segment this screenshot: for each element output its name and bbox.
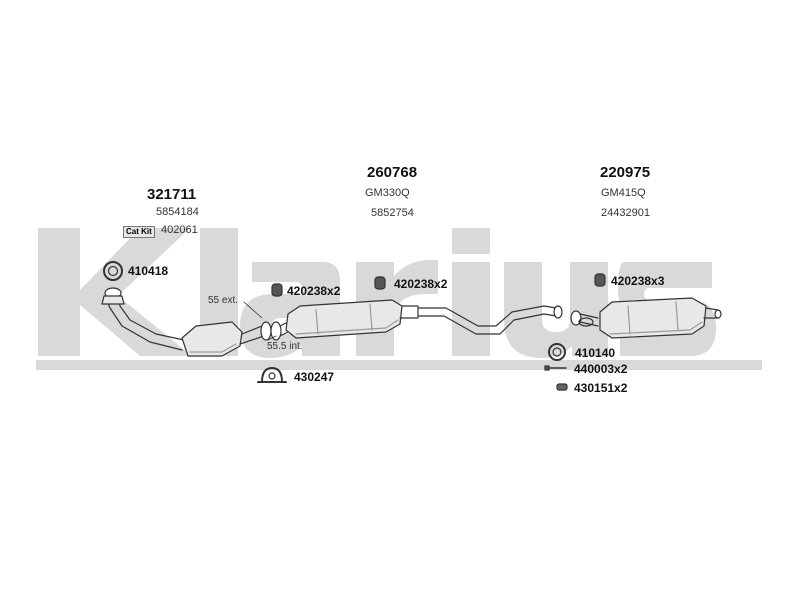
middle-oem-code: GM330Q: [365, 187, 410, 199]
middle-part-number: 260768: [367, 164, 418, 181]
spring-icon: [556, 383, 568, 391]
front-part-number: 321711: [147, 186, 197, 203]
mid-pipe: [417, 305, 563, 335]
dimension-ext: 55 ext.: [208, 295, 239, 306]
bolt-label: 440003x2: [574, 362, 628, 376]
cat-kit-part-number: 402061: [161, 224, 198, 236]
cat-kit-badge: Cat Kit: [123, 226, 155, 238]
mount-b-label: 420238x2: [394, 277, 448, 291]
bolt-icon: [544, 365, 567, 371]
clamp-icon: [257, 367, 287, 383]
rear-silencer: [599, 297, 722, 339]
front-oem-number: 5854184: [156, 206, 199, 218]
spring-label: 430151x2: [574, 381, 628, 395]
gasket-front-label: 410418: [128, 264, 169, 278]
gasket-rear-label: 410140: [575, 346, 616, 360]
dimension-leader-ext: [243, 301, 263, 319]
dimension-int: 55.5 int.: [267, 341, 303, 352]
front-pipe: [101, 287, 185, 351]
middle-silencer: [285, 299, 419, 339]
mount-icon: [271, 273, 606, 297]
rear-part-number: 220975: [600, 164, 651, 181]
gasket-icon: [103, 261, 566, 361]
rear-joint: [570, 310, 599, 327]
catalytic-converter: [181, 321, 265, 357]
rear-oem-code: GM415Q: [601, 187, 646, 199]
mount-c-label: 420238x3: [611, 274, 665, 288]
middle-oem-number: 5852754: [371, 207, 414, 219]
clamp-label: 430247: [294, 370, 335, 384]
rear-oem-number: 24432901: [601, 207, 650, 219]
dimension-leader-int: [267, 335, 277, 341]
mount-a-label: 420238x2: [287, 284, 341, 298]
